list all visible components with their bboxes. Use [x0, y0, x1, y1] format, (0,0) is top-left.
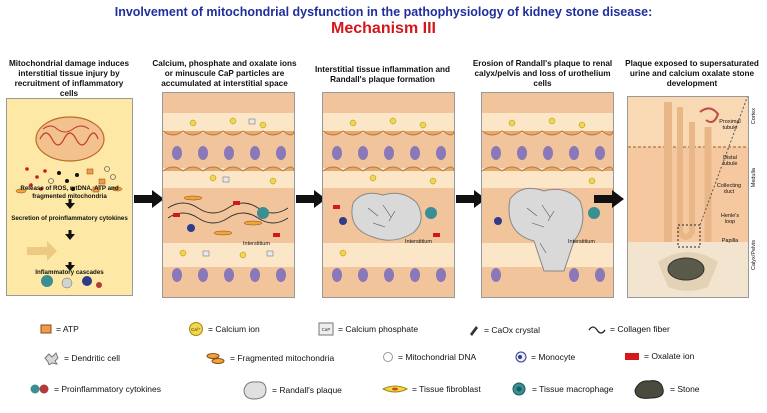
legend-calcium: Ca²⁺ = Calcium ion	[188, 322, 260, 336]
legend-atp: = ATP	[40, 324, 79, 334]
legend-calcium-phosphate: CaP = Calcium phosphate	[318, 322, 418, 336]
figure-title: Involvement of mitochondrial dysfunction…	[114, 5, 653, 19]
svg-text:CaP: CaP	[322, 327, 331, 332]
legend-fragmito-label: = Fragmented mitochondria	[230, 353, 335, 363]
panel-4-interstitium-label: Interstitium	[568, 239, 595, 245]
panel-4-illustration	[482, 113, 613, 282]
mitochondrial-dna-icon	[383, 352, 393, 362]
arrow-2	[296, 190, 326, 208]
caox-crystal-icon	[470, 326, 478, 336]
panel-2: Interstitium	[162, 92, 295, 298]
dendritic-cell-icon	[44, 352, 59, 365]
svg-text:Ca²⁺: Ca²⁺	[191, 327, 201, 332]
panel-1-secretion-text: Secretion of proinflammatory cytokines	[11, 215, 128, 222]
legend-randalls-plaque: = Randall's plaque	[240, 379, 342, 401]
legend-mtdna: = Mitochondrial DNA	[382, 351, 476, 363]
arrow-1	[134, 190, 164, 208]
legend-mtdna-label: = Mitochondrial DNA	[398, 352, 477, 362]
panel-3-interstitium-label: Interstitium	[405, 239, 432, 245]
panel-5: Proximal tubule Distal tubule Collecting…	[627, 96, 749, 298]
legend-fragmented-mitochondria: = Fragmented mitochondria	[206, 351, 334, 365]
legend-dendritic-label: = Dendritic cell	[64, 353, 120, 363]
calcium-ion-icon: Ca²⁺	[189, 322, 203, 336]
panel-2-interstitium-label: Interstitium	[243, 241, 270, 247]
legend-caph-label: = Calcium phosphate	[338, 324, 419, 334]
panel-3-illustration	[323, 113, 454, 282]
panel-5-caption: Plaque exposed to supersaturated urine a…	[625, 59, 759, 88]
legend-atp-label: = ATP	[56, 324, 79, 334]
legend-collagen-label: = Collagen fiber	[610, 324, 670, 334]
label-collecting-duct: Collecting duct	[716, 183, 742, 195]
label-proximal-tubule: Proximal tubule	[719, 119, 741, 131]
panel-4: Interstitium	[481, 92, 614, 298]
panel-1-release-text: Release of ROS, mtDNA, ATP and fragmente…	[20, 185, 119, 200]
calcium-phosphate-icon: CaP	[318, 322, 334, 336]
legend-oxalate-label: = Oxalate ion	[644, 351, 695, 361]
cytokines-icon	[30, 384, 49, 394]
arrow-4	[594, 190, 624, 208]
legend-plaque-label: = Randall's plaque	[272, 385, 342, 395]
legend-fibroblast-label: = Tissue fibroblast	[412, 384, 481, 394]
panel-1-illustration	[15, 116, 123, 289]
legend-macrophage: = Tissue macrophage	[510, 380, 614, 398]
panel-1: Release of ROS, mtDNA, ATP and fragmente…	[6, 98, 133, 296]
monocyte-icon	[515, 351, 527, 363]
label-henle-loop: Henle's loop	[720, 213, 740, 225]
figure-subtitle: Mechanism III	[331, 20, 436, 37]
legend-calcium-label: = Calcium ion	[208, 324, 260, 334]
tissue-macrophage-icon	[512, 382, 526, 396]
panel-2-illustration	[163, 113, 294, 282]
legend-oxalate: = Oxalate ion	[624, 351, 694, 361]
legend-stone-label: = Stone	[670, 384, 700, 394]
panel-3-caption: Interstitial tissue inflammation and Ran…	[314, 65, 451, 84]
arrow-3	[456, 190, 486, 208]
label-cortex: Cortex	[751, 108, 757, 125]
panel-3: Interstitium	[322, 92, 455, 298]
panel-2-caption: Calcium, phosphate and oxalate ions or m…	[152, 59, 297, 88]
panel-1-caption: Mitochondrial damage induces interstitia…	[8, 59, 130, 98]
tissue-fibroblast-icon	[382, 385, 408, 393]
panel-4-caption: Erosion of Randall's plaque to renal cal…	[472, 59, 613, 88]
label-calyx-pelvis: Calyx/Pelvis	[751, 240, 757, 270]
legend-macrophage-label: = Tissue macrophage	[532, 384, 614, 394]
collagen-fiber-icon	[588, 326, 606, 334]
legend-monocyte: = Monocyte	[515, 351, 575, 363]
legend-monocyte-label: = Monocyte	[531, 352, 576, 362]
panel-1-cascade-text: Inflammatory cascades	[35, 269, 104, 276]
legend-dendritic: = Dendritic cell	[42, 351, 120, 365]
legend-cytokines: = Proinflammatory cytokines	[30, 383, 161, 395]
label-distal-tubule: Distal tubule	[722, 155, 738, 167]
legend-collagen: = Collagen fiber	[588, 324, 670, 334]
fragmented-mitochondria-icon	[206, 353, 225, 364]
panel-5-illustration	[628, 97, 748, 297]
stone-icon	[634, 380, 664, 399]
legend-caox: = CaOx crystal	[468, 324, 540, 336]
atp-icon	[40, 324, 52, 334]
legend-cytokines-label: = Proinflammatory cytokines	[54, 384, 161, 394]
legend-caox-label: = CaOx crystal	[484, 325, 540, 335]
legend-stone: = Stone	[632, 378, 700, 400]
label-papilla: Papilla	[721, 238, 739, 244]
label-medulla: Medulla	[751, 168, 757, 188]
randalls-plaque-icon	[243, 381, 267, 400]
legend-fibroblast: = Tissue fibroblast	[382, 383, 481, 395]
oxalate-ion-icon	[625, 353, 639, 360]
